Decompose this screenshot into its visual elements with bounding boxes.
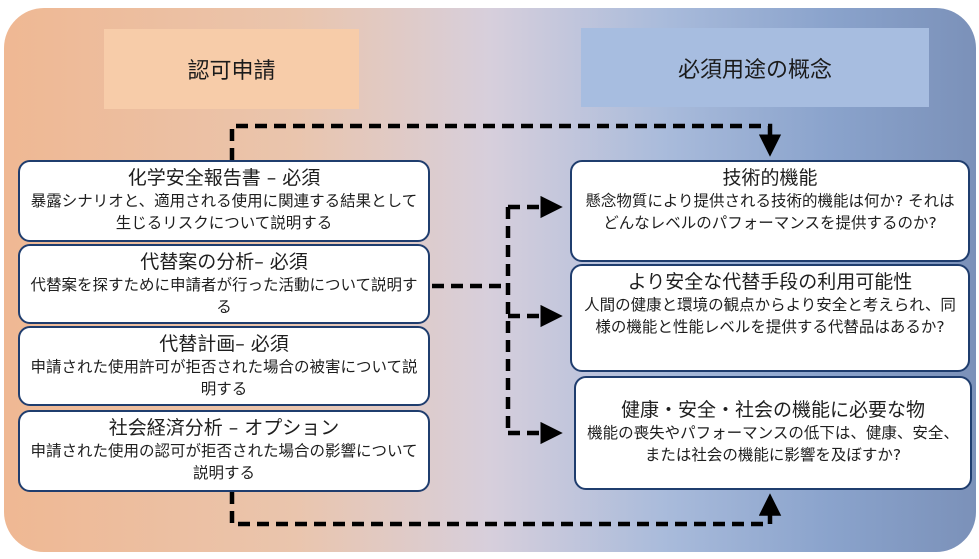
box-title: 代替計画– 必須 bbox=[159, 333, 289, 355]
header-essential-use-concept: 必須用途の概念 bbox=[581, 28, 929, 107]
box-title: 社会経済分析 – オプション bbox=[108, 417, 340, 439]
box-title: より安全な代替手段の利用可能性 bbox=[627, 271, 913, 293]
box-title: 健康・安全・社会の機能に必要な物 bbox=[620, 399, 925, 421]
box-description: 申請された使用許可が拒否された場合の被害について説明する bbox=[30, 358, 418, 398]
top-connector-arrow bbox=[229, 123, 782, 160]
box-technical-function: 技術的機能 懸念物質により提供される技術的機能は何か? それはどんなレベルのパフ… bbox=[570, 160, 970, 262]
box-title: 代替案の分析– 必須 bbox=[140, 251, 308, 273]
box-description: 人間の健康と環境の観点からより安全と考えられ、同様の機能と性能レベルを提供する代… bbox=[584, 296, 956, 336]
box-title: 技術的機能 bbox=[722, 167, 818, 189]
box-safer-alternatives: より安全な代替手段の利用可能性 人間の健康と環境の観点からより安全と考えられ、同… bbox=[570, 264, 970, 372]
box-description: 機能の喪失やパフォーマンスの低下は、健康、安全、または社会の機能に影響を及ぼすか… bbox=[587, 424, 959, 464]
box-substitution-plan: 代替計画– 必須 申請された使用許可が拒否された場合の被害について説明する bbox=[18, 326, 430, 406]
header-right-label: 必須用途の概念 bbox=[677, 57, 832, 83]
box-analysis-of-alternatives: 代替案の分析– 必須 代替案を探すために申請者が行った活動について説明する bbox=[18, 244, 430, 324]
box-description: 申請された使用の認可が拒否された場合の影響について説明する bbox=[30, 442, 418, 482]
box-description: 懸念物質により提供される技術的機能は何か? それはどんなレベルのパフォーマンスを… bbox=[585, 192, 955, 232]
header-left-label: 認可申請 bbox=[187, 59, 276, 84]
box-necessary-for-health-safety-society: 健康・安全・社会の機能に必要な物 機能の喪失やパフォーマンスの低下は、健康、安全… bbox=[574, 376, 972, 490]
box-title: 化学安全報告書 – 必須 bbox=[127, 167, 321, 189]
box-description: 暴露シナリオと、適用される使用に関連する結果として生じるリスクについて説明する bbox=[30, 192, 418, 232]
box-description: 代替案を探すために申請者が行った活動について説明する bbox=[30, 276, 418, 316]
box-socio-economic-analysis: 社会経済分析 – オプション 申請された使用の認可が拒否された場合の影響について… bbox=[18, 410, 430, 492]
bottom-connector-arrow bbox=[229, 492, 782, 527]
box-chemical-safety-report: 化学安全報告書 – 必須 暴露シナリオと、適用される使用に関連する結果として生じ… bbox=[18, 160, 430, 242]
header-authorization-application: 認可申請 bbox=[104, 29, 359, 109]
